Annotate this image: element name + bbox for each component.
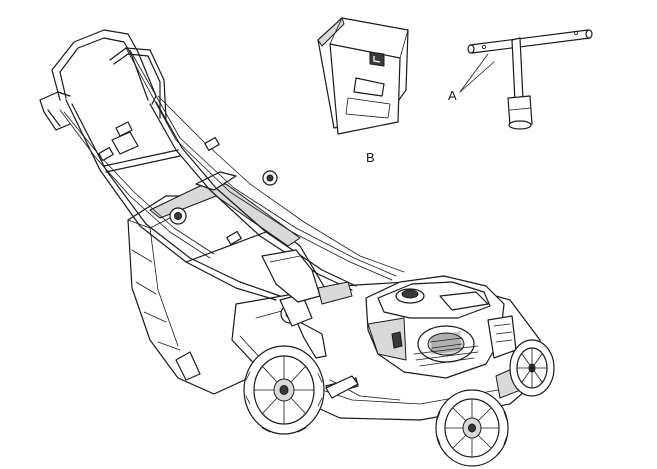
handle (39, 29, 405, 359)
mulch-plug-illustration: B (317, 17, 409, 165)
wheel-rear-left (243, 345, 325, 435)
label-a: A (448, 88, 457, 103)
engine-decal (431, 331, 461, 355)
wheel-rear-right (175, 351, 201, 381)
spark-plug-wrench-illustration: A (448, 29, 593, 130)
wheel-front-right (509, 339, 555, 397)
lawn-mower-illustration (39, 29, 555, 467)
discharge-lever (325, 375, 359, 399)
engine (365, 275, 517, 379)
label-b: B (366, 150, 375, 165)
wheel-front-left (435, 389, 509, 467)
